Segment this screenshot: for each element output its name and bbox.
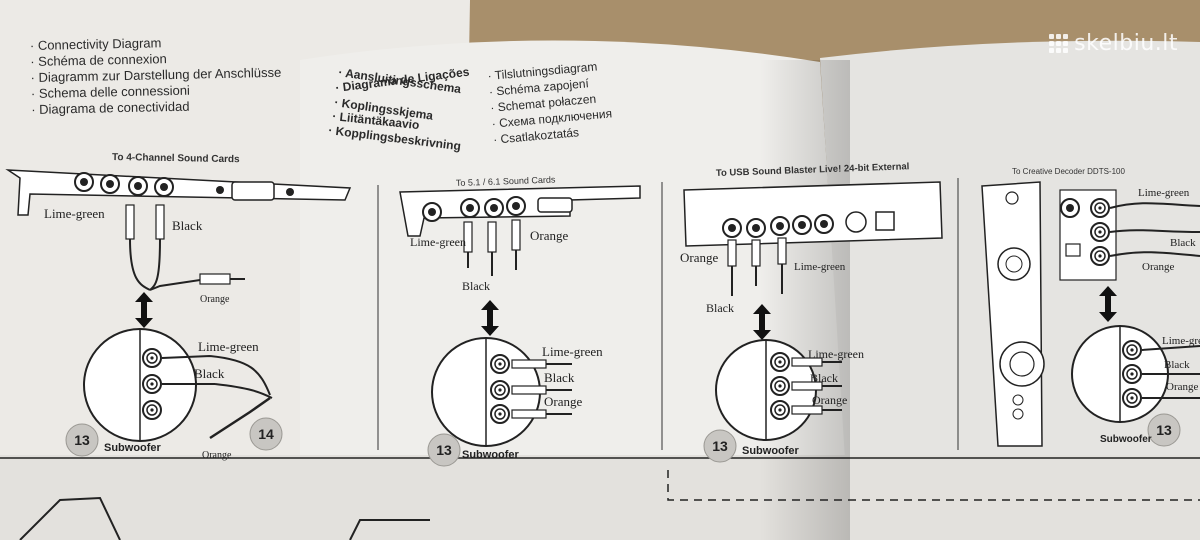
p1-lower-lime: Lime-green: [198, 339, 259, 354]
p3-upper-orange: Orange: [680, 250, 718, 265]
p2-lower-orange: Orange: [544, 394, 582, 409]
p4-upper-black: Black: [1170, 237, 1196, 249]
panel-decoder-ddts: To Creative Decoder DDTS-100 Lime-green …: [981, 167, 1200, 447]
p2-upper-black: Black: [462, 279, 490, 293]
p1-upper-black: Black: [172, 218, 203, 233]
p4-lower-orange: Orange: [1166, 381, 1198, 393]
title-left-3: · Schema delle connessioni: [31, 83, 190, 101]
title-left-0: · Connectivity Diagram: [30, 35, 162, 53]
p3-upper-black: Black: [706, 301, 734, 315]
panel-1-heading: To 4-Channel Sound Cards: [112, 152, 240, 165]
p1-badge-13: 13: [74, 432, 90, 448]
p2-upper-lime: Lime-green: [410, 235, 466, 249]
p3-subwoofer: Subwoofer: [742, 445, 800, 457]
p1-badge-14: 14: [258, 426, 274, 442]
p4-upper-lime: Lime-green: [1138, 187, 1190, 199]
watermark-text: skelbiu.lt: [1074, 31, 1178, 56]
p4-lower-black: Black: [1164, 359, 1190, 371]
p2-subwoofer: Subwoofer: [462, 449, 520, 461]
p2-upper-orange: Orange: [530, 228, 568, 243]
p2-lower-lime: Lime-green: [542, 344, 603, 359]
p3-lower-lime: Lime-green: [808, 347, 864, 361]
title-left-1: · Schéma de connexion: [30, 51, 167, 69]
p3-upper-lime: Lime-green: [794, 261, 846, 273]
panel-4-channel: To 4-Channel Sound Cards Lime-green Blac…: [5, 152, 352, 461]
page-bottom-band: [0, 455, 1200, 540]
watermark-logo-icon: [1049, 34, 1069, 53]
p4-badge-13: 13: [1156, 422, 1172, 438]
watermark: skelbiu.lt: [1049, 31, 1178, 56]
p3-badge-13: 13: [712, 438, 728, 454]
p2-badge-13: 13: [436, 442, 452, 458]
p1-subwoofer: Subwoofer: [104, 442, 162, 454]
p4-lower-lime: Lime-green: [1162, 335, 1200, 347]
p3-lower-black: Black: [810, 371, 838, 385]
panel-4-heading: To Creative Decoder DDTS-100: [1012, 167, 1125, 176]
p1-lower-orange: Orange: [202, 450, 232, 461]
title-left-2: · Diagramm zur Darstellung der Anschlüss…: [30, 65, 281, 85]
panel-usb-sound-blaster: To USB Sound Blaster Live! 24-bit Extern…: [680, 161, 943, 463]
p3-lower-orange: Orange: [812, 393, 847, 407]
p1-upper-lime: Lime-green: [44, 206, 105, 221]
p2-lower-black: Black: [544, 370, 575, 385]
p1-upper-orange: Orange: [200, 294, 230, 305]
p4-upper-orange: Orange: [1142, 261, 1174, 273]
title-left-4: · Diagrama de conectividad: [31, 99, 190, 117]
panel-2-heading: To 5.1 / 6.1 Sound Cards: [456, 175, 556, 188]
p1-lower-black: Black: [194, 366, 225, 381]
panel-5-1-sound: To 5.1 / 6.1 Sound Cards Lime-green Oran…: [399, 175, 641, 467]
p4-subwoofer: Subwoofer: [1100, 434, 1152, 445]
